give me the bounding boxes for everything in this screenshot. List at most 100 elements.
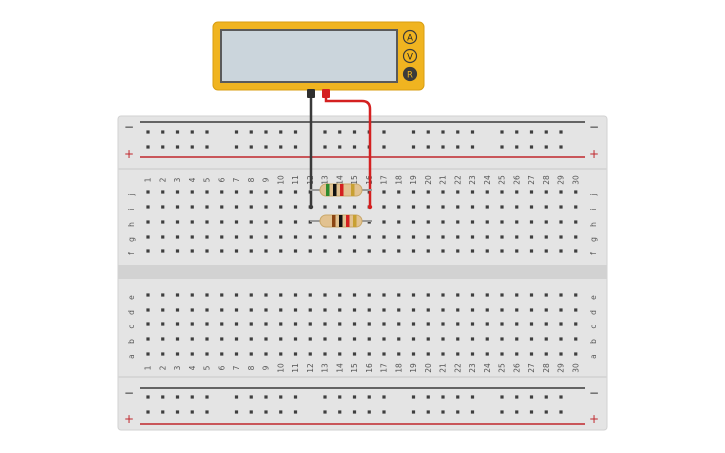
rail-hole[interactable] [175, 145, 180, 149]
terminal-hole[interactable] [175, 322, 180, 326]
terminal-hole[interactable] [190, 293, 194, 297]
rail-hole[interactable] [323, 130, 327, 134]
terminal-hole[interactable] [293, 235, 298, 239]
rail-hole[interactable] [279, 410, 283, 414]
terminal-hole[interactable] [574, 235, 578, 239]
rail-hole[interactable] [190, 145, 194, 149]
terminal-hole[interactable] [205, 308, 209, 312]
terminal-hole[interactable] [470, 235, 475, 239]
terminal-hole[interactable] [190, 235, 194, 239]
terminal-hole[interactable] [249, 322, 253, 326]
terminal-hole[interactable] [441, 308, 445, 312]
terminal-hole[interactable] [293, 337, 298, 341]
rail-hole[interactable] [323, 145, 327, 149]
rail-hole[interactable] [352, 130, 357, 134]
rail-hole[interactable] [544, 410, 548, 414]
terminal-hole[interactable] [574, 249, 578, 253]
terminal-hole[interactable] [382, 337, 386, 341]
terminal-hole[interactable] [382, 190, 386, 194]
terminal-hole[interactable] [441, 322, 445, 326]
terminal-hole[interactable] [293, 293, 298, 297]
terminal-hole[interactable] [146, 190, 150, 194]
terminal-hole[interactable] [485, 308, 489, 312]
terminal-hole[interactable] [249, 308, 253, 312]
terminal-hole[interactable] [279, 205, 283, 209]
terminal-hole[interactable] [470, 352, 475, 356]
terminal-hole[interactable] [456, 352, 460, 356]
terminal-hole[interactable] [397, 205, 401, 209]
terminal-hole[interactable] [279, 190, 283, 194]
terminal-hole[interactable] [279, 220, 283, 224]
terminal-hole[interactable] [175, 220, 180, 224]
terminal-hole[interactable] [544, 205, 548, 209]
rail-hole[interactable] [500, 395, 504, 399]
terminal-hole[interactable] [146, 337, 150, 341]
terminal-hole[interactable] [323, 308, 327, 312]
terminal-hole[interactable] [220, 337, 224, 341]
terminal-hole[interactable] [411, 293, 416, 297]
rail-hole[interactable] [323, 395, 327, 399]
terminal-hole[interactable] [426, 190, 430, 194]
rail-hole[interactable] [515, 130, 519, 134]
rail-hole[interactable] [426, 130, 430, 134]
terminal-hole[interactable] [146, 308, 150, 312]
rail-hole[interactable] [441, 130, 445, 134]
rail-hole[interactable] [161, 395, 165, 399]
terminal-hole[interactable] [323, 337, 327, 341]
terminal-hole[interactable] [234, 235, 239, 239]
rail-hole[interactable] [190, 395, 194, 399]
terminal-hole[interactable] [279, 352, 283, 356]
terminal-hole[interactable] [529, 205, 534, 209]
rail-hole[interactable] [146, 145, 150, 149]
rail-hole[interactable] [279, 145, 283, 149]
terminal-hole[interactable] [205, 352, 209, 356]
terminal-hole[interactable] [515, 293, 519, 297]
terminal-hole[interactable] [352, 293, 357, 297]
terminal-hole[interactable] [426, 249, 430, 253]
terminal-hole[interactable] [529, 308, 534, 312]
terminal-hole[interactable] [485, 249, 489, 253]
rail-hole[interactable] [544, 395, 548, 399]
terminal-hole[interactable] [264, 352, 268, 356]
rail-hole[interactable] [411, 130, 416, 134]
terminal-hole[interactable] [382, 322, 386, 326]
terminal-hole[interactable] [146, 293, 150, 297]
terminal-hole[interactable] [308, 308, 312, 312]
terminal-hole[interactable] [574, 308, 578, 312]
rail-hole[interactable] [249, 410, 253, 414]
terminal-hole[interactable] [559, 337, 563, 341]
terminal-hole[interactable] [500, 337, 504, 341]
terminal-hole[interactable] [485, 220, 489, 224]
terminal-hole[interactable] [220, 205, 224, 209]
terminal-hole[interactable] [264, 322, 268, 326]
rail-hole[interactable] [190, 130, 194, 134]
terminal-hole[interactable] [426, 220, 430, 224]
terminal-hole[interactable] [515, 352, 519, 356]
terminal-hole[interactable] [544, 322, 548, 326]
terminal-hole[interactable] [234, 308, 239, 312]
terminal-hole[interactable] [279, 235, 283, 239]
terminal-hole[interactable] [470, 322, 475, 326]
terminal-hole[interactable] [397, 190, 401, 194]
terminal-hole[interactable] [500, 205, 504, 209]
terminal-hole[interactable] [456, 249, 460, 253]
terminal-hole[interactable] [367, 337, 371, 341]
terminal-hole[interactable] [264, 235, 268, 239]
terminal-hole[interactable] [456, 235, 460, 239]
terminal-hole[interactable] [293, 352, 298, 356]
terminal-hole[interactable] [559, 190, 563, 194]
terminal-hole[interactable] [279, 293, 283, 297]
terminal-hole[interactable] [559, 352, 563, 356]
terminal-hole[interactable] [515, 235, 519, 239]
rail-hole[interactable] [190, 410, 194, 414]
terminal-hole[interactable] [175, 190, 180, 194]
terminal-hole[interactable] [411, 308, 416, 312]
terminal-hole[interactable] [161, 337, 165, 341]
terminal-hole[interactable] [175, 337, 180, 341]
rail-hole[interactable] [559, 410, 563, 414]
terminal-hole[interactable] [146, 352, 150, 356]
terminal-hole[interactable] [161, 322, 165, 326]
terminal-hole[interactable] [146, 235, 150, 239]
terminal-hole[interactable] [264, 205, 268, 209]
terminal-hole[interactable] [485, 337, 489, 341]
